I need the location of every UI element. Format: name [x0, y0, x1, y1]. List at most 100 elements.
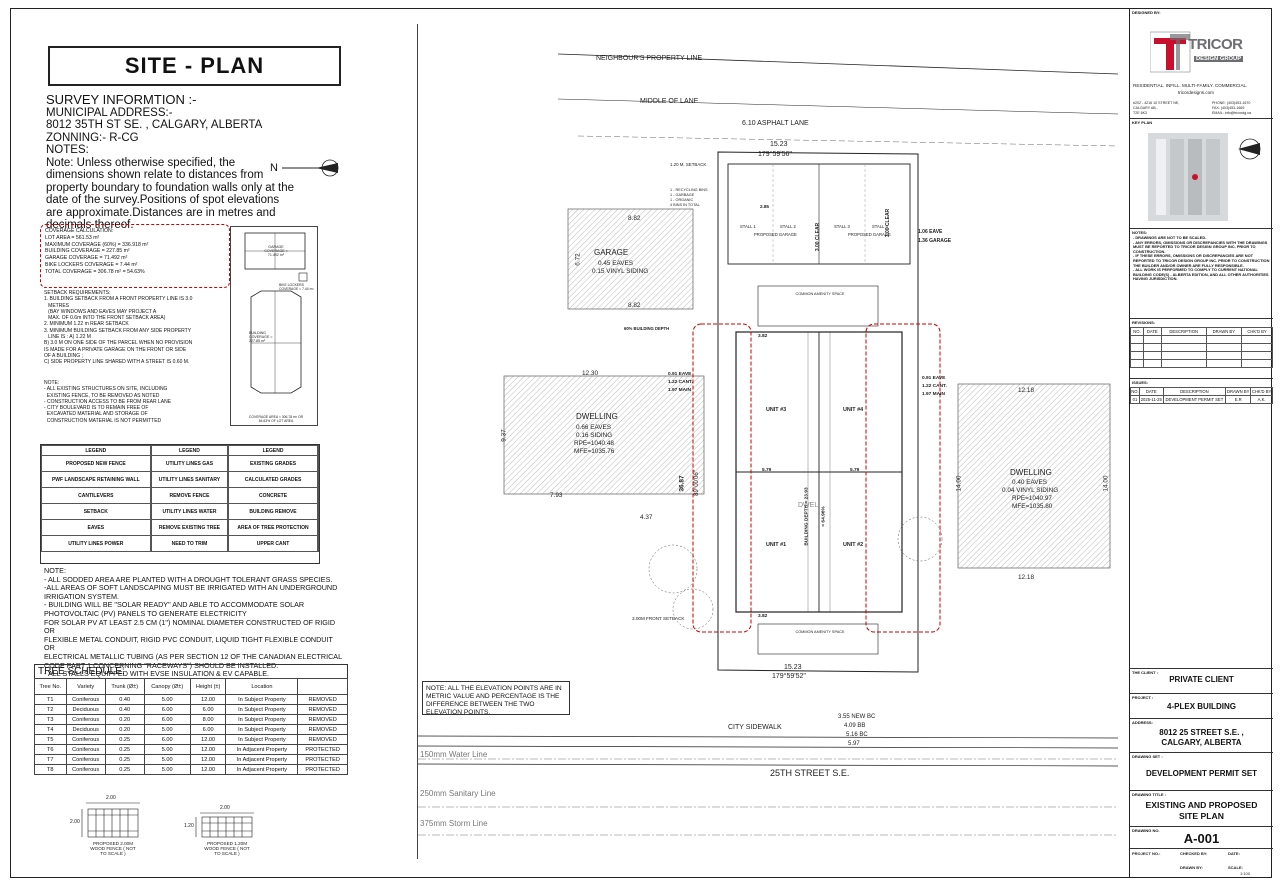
issue-column-header: NO.: [1130, 387, 1140, 396]
setback-line: 1. BUILDING SETBACK FROM A FRONT PROPERT…: [44, 296, 193, 303]
company-address-2: CALGARY AB.,: [1133, 106, 1158, 110]
stall-3: STALL 3: [834, 224, 850, 229]
tree-cell: 6.00: [143, 704, 191, 715]
tree-cell: Coniferous: [65, 694, 106, 705]
front-setback: 3.00M FRONT SETBACK: [632, 616, 685, 621]
scale-label: SCALE:: [1228, 865, 1243, 870]
landscape-note-line: NOTE:: [44, 566, 66, 575]
fence-a-label: PROPOSED 2.00M WOOD FENCE ( NOT TO SCALE…: [90, 841, 136, 856]
note-line: CONSTRUCTION MATERIAL IS NOT PERMITTED: [44, 417, 162, 424]
legend-label: UTILITY LINES WATER: [150, 503, 229, 520]
tree-column-header: Tree No.: [34, 678, 67, 695]
designed-by-label: DESIGNED BY:: [1132, 10, 1161, 15]
tree-cell: 12.00: [189, 764, 227, 775]
tree-cell: 0.20: [104, 714, 145, 725]
zoning: ZONNING:- R-CG: [46, 131, 139, 144]
common-width: 3.82: [758, 614, 768, 619]
fence-b-width: 2.00: [220, 805, 230, 811]
client-label: THE CLIENT :: [1132, 670, 1158, 675]
project-number-label: PROJECT NO.:: [1132, 851, 1161, 856]
tree-column-header: Canopy (Ø±): [143, 678, 191, 695]
legend-label: REMOVE FENCE: [150, 487, 229, 504]
total-coverage-label: COVERAGE AREA = 306.78 m² OR 54.63% OF L…: [248, 415, 304, 423]
drawing-set: DEVELOPMENT PERMIT SET: [1145, 769, 1258, 778]
notes-heading: NOTES:: [1132, 230, 1148, 235]
coverage-calculation: COVERAGE CALCULATION: LOT AREA = 561.53 …: [40, 224, 230, 288]
setback-line: 3. MINIMUM BUILDING SETBACK FROM ANY SID…: [44, 327, 192, 334]
key-plan-section: KEY PLAN: [1130, 118, 1273, 228]
tree-cell: PROTECTED: [297, 764, 348, 775]
key-plan-label: KEY PLAN: [1132, 120, 1153, 125]
tree-column-header: Trunk (Ø±): [104, 678, 145, 695]
issue-column-header: DESCRIPTION: [1162, 387, 1227, 396]
tree-cell: 6.00: [143, 714, 191, 725]
drawn-by-label: DRAWN BY:: [1180, 865, 1203, 870]
project-address-line-1: 8012 25 STREET S.E. ,: [1159, 728, 1244, 737]
tree-cell: T4: [34, 724, 67, 735]
city-sidewalk: CITY SIDEWALK: [728, 724, 782, 731]
drawing-title-label: DRAWING TITLE :: [1132, 792, 1166, 797]
company-logo: TRICOR DESIGN GROUP: [1149, 30, 1260, 76]
top-bearing: 179°59'56": [758, 151, 792, 158]
revision-column-header: DESCRIPTION: [1160, 327, 1207, 336]
setback-line: IS MADE FOR A PRIVATE GARAGE ON THE FRON…: [44, 346, 187, 353]
lot-side-bearing: 89°00'06": [693, 470, 700, 496]
neighbour-left-siding: 0.16 SIDING: [576, 432, 613, 439]
note-line: EXISTING FENCE, TO BE REMOVED AS NOTED: [44, 392, 160, 399]
project-label: PROJECT :: [1132, 695, 1154, 700]
tree-cell: T1: [34, 694, 67, 705]
scale-value: 1:100: [1240, 871, 1251, 876]
building-depth: BUILDING DEPTH = 23.93: [804, 487, 810, 546]
client-section: THE CLIENT : PRIVATE CLIENT: [1130, 668, 1273, 693]
tree-cell: 6.00: [143, 734, 191, 745]
notes-section: NOTES: - DRAWINGS ARE NOT TO BE SCALED.-…: [1130, 228, 1273, 318]
tree-cell: 5.00: [143, 694, 191, 705]
existing-garage-siding: 0.15 VINYL SIDING: [592, 268, 649, 275]
tree-cell: T3: [34, 714, 67, 725]
tree-cell: PROTECTED: [297, 754, 348, 765]
tree-cell: REMOVED: [297, 714, 348, 725]
issue-cell: 2025-11-25: [1139, 395, 1164, 404]
proposed-garage-b: PROPOSED GARAGE: [848, 232, 891, 237]
coverage-line: BUILDING COVERAGE = 227.85 m²: [45, 248, 130, 255]
setback-line: (BAY WINDOWS AND EAVES MAY PROJECT A: [44, 308, 157, 315]
legend-label: CANTILEVERS: [41, 487, 151, 504]
existing-garage-dimension: 8.82: [628, 215, 641, 222]
coverage-diagram-drawing: [244, 232, 308, 394]
fence-b-label: PROPOSED 1.20M WOOD FENCE ( NOT TO SCALE…: [204, 841, 250, 856]
tree-cell: In Subject Property: [225, 714, 299, 725]
stall-4: STALL 4: [872, 224, 888, 229]
fence-a-height: 2.00: [70, 819, 80, 825]
survey-heading: SURVEY INFORMTION :-: [46, 92, 197, 107]
legend-header: LEGEND: [41, 445, 151, 456]
tree-cell: In Subject Property: [225, 734, 299, 745]
neighbour-right-eaves: 0.40 EAVES: [1012, 479, 1048, 486]
coverage-diagram: GARAGE COVERAGE = 71.492 m² BIKE LOCKERS…: [230, 226, 318, 426]
legend-symbol: [316, 519, 320, 536]
existing-garage-dimension: 8.82: [628, 302, 641, 309]
issue-cell: E.R: [1225, 395, 1252, 404]
tree-cell: 12.00: [189, 744, 227, 755]
drawing-number: A-001: [1183, 831, 1220, 846]
tree-cell: 6.00: [189, 724, 227, 735]
tree-cell: Coniferous: [65, 734, 106, 745]
north-arrow-icon: [282, 159, 339, 177]
building-depth-line: 60% BUILDING DEPTH: [624, 326, 670, 331]
coverage-line: LOT AREA = 561.53 m²: [45, 234, 100, 241]
curb-bc: 5.16 BC: [846, 732, 868, 738]
coverage-heading: COVERAGE CALCULATION:: [45, 228, 114, 234]
garage-coverage-label: GARAGE COVERAGE = 71.492 m²: [264, 245, 288, 257]
landscape-notes: NOTE:- ALL SODDED AREA ARE PLANTED WITH …: [44, 566, 344, 679]
setback-line: LINE IS : A) 1.22 M: [44, 334, 91, 341]
fence-b-height: 1.20: [184, 823, 194, 829]
legend-symbol: [149, 535, 152, 552]
neighbour-right-mfe: MFE=1035.80: [1012, 503, 1053, 510]
municipal-address: 8012 35TH ST SE. , CALGARY, ALBERTA: [46, 119, 263, 131]
tree-cell: REMOVED: [297, 734, 348, 745]
